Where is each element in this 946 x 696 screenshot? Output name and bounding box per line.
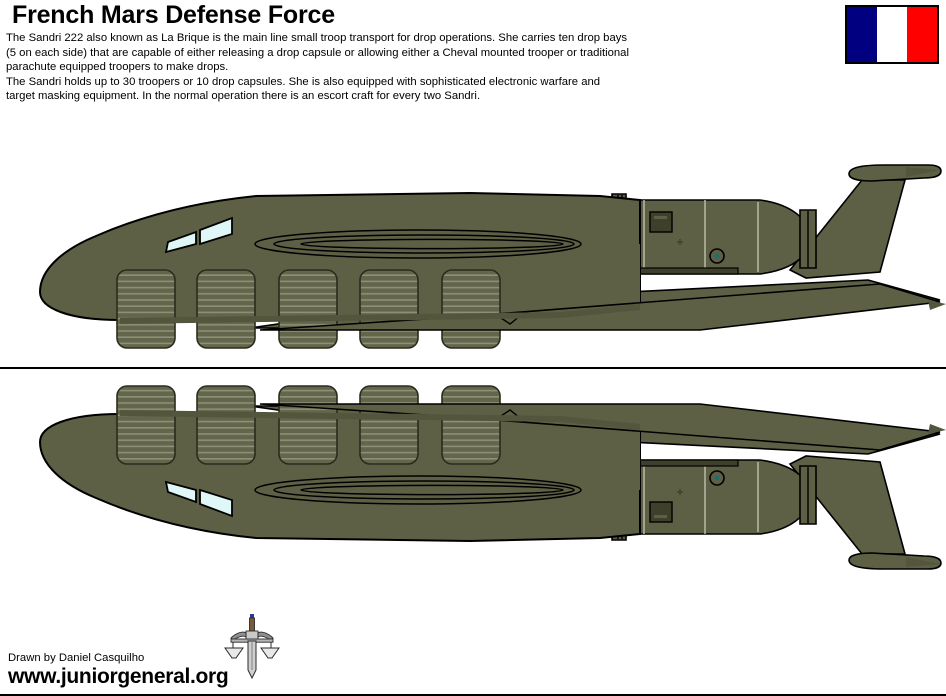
wing-near	[259, 283, 941, 331]
pod-sensor-ring	[709, 470, 725, 486]
cockpit-window-aft	[199, 488, 233, 518]
pod-antenna-bar	[627, 267, 739, 275]
cockpit-window-aft	[199, 216, 233, 246]
cockpit-window-forward	[164, 480, 197, 504]
logo-pan-right	[260, 647, 280, 659]
pod-cross-marker	[677, 239, 683, 245]
drop-bay-5	[441, 385, 501, 465]
horizontal-stabilizer-tip-shade	[906, 557, 940, 567]
wing-tip-marker	[928, 424, 946, 434]
drop-bay-3	[278, 385, 338, 465]
cockpit-window-forward	[164, 230, 197, 254]
description-paragraph-2: The Sandri holds up to 30 troopers or 10…	[6, 75, 601, 103]
description-paragraph-1: The Sandri 222 also known as La Brique i…	[6, 32, 629, 74]
section-divider-middle	[0, 367, 946, 369]
engine-intake-slit	[654, 216, 667, 219]
dorsal-radome	[254, 475, 582, 505]
pod-sensor-ring	[709, 248, 725, 264]
flag-stripe-white	[877, 7, 907, 62]
aft-fuselage-fairing	[300, 414, 640, 490]
belly-shadow	[120, 304, 640, 324]
belly-shadow	[120, 410, 640, 430]
drop-bay-group	[116, 385, 501, 465]
vertical-stabilizer	[788, 455, 907, 555]
artist-credit: Drawn by Daniel Casquilho	[8, 652, 145, 664]
logo-pommel-jewel	[250, 614, 254, 619]
dorsal-radome	[254, 229, 582, 259]
aircraft-side-view-lower	[0, 372, 946, 582]
drop-bay-1	[116, 269, 176, 349]
drop-bay-group	[116, 269, 501, 349]
logo-grip	[249, 617, 255, 632]
flag-stripe-blue	[847, 7, 877, 62]
aft-fuselage-fairing	[300, 244, 640, 320]
description-block: The Sandri 222 also known as La Brique i…	[6, 31, 631, 104]
engine-intake-box	[649, 211, 673, 233]
drop-bay-4	[359, 385, 419, 465]
french-flag	[845, 5, 939, 64]
page-bottom-rule	[0, 694, 946, 696]
page-title: French Mars Defense Force	[12, 1, 335, 29]
drop-bay-2	[196, 269, 256, 349]
pod-sensor-lens	[714, 253, 720, 259]
wing-near	[259, 403, 941, 451]
sword-and-scales-logo	[224, 612, 280, 680]
drop-bay-3	[278, 269, 338, 349]
flag-stripe-red	[907, 7, 937, 62]
engine-intake-slit	[654, 515, 667, 518]
drop-bay-5	[441, 269, 501, 349]
pod-antenna-bar	[627, 459, 739, 467]
website-url: www.juniorgeneral.org	[8, 665, 229, 688]
aircraft-side-view-upper	[0, 152, 946, 362]
engine-intake-box	[649, 501, 673, 523]
drop-bay-1	[116, 385, 176, 465]
pod-cross-marker	[677, 489, 683, 495]
logo-pan-left	[224, 647, 244, 659]
horizontal-stabilizer	[848, 552, 942, 570]
horizontal-stabilizer-tip-shade	[906, 167, 940, 177]
horizontal-stabilizer	[848, 164, 942, 182]
drop-bay-2	[196, 385, 256, 465]
wing-tip-marker	[928, 300, 946, 310]
pod-sensor-lens	[714, 475, 720, 481]
vertical-stabilizer	[788, 179, 907, 279]
drop-bay-4	[359, 269, 419, 349]
